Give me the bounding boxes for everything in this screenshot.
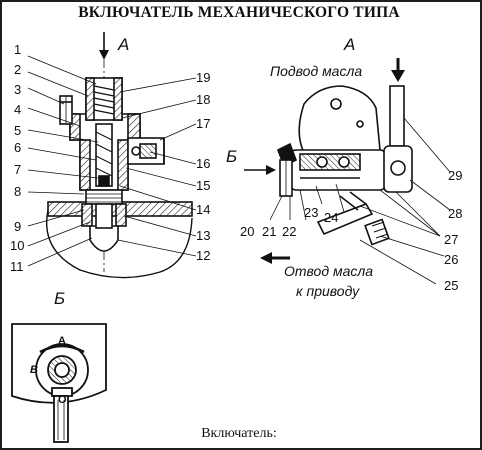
part-number: 8 (14, 184, 21, 199)
figure-title: ВКЛЮЧАТЕЛЬ МЕХАНИЧЕСКОГО ТИПА (78, 4, 400, 21)
part-number: 3 (14, 82, 21, 97)
part-number: 5 (14, 123, 21, 138)
view-b-drawing (11, 323, 107, 443)
oil-supply-label: Подвод масла (270, 63, 362, 79)
arrow-a-label-left: А (117, 35, 129, 54)
part-number: 12 (196, 248, 210, 263)
middle-part-numbers: 19 18 17 16 15 14 13 12 (196, 70, 210, 263)
part-number: 7 (14, 162, 21, 177)
arrow-b-label: Б (226, 147, 237, 166)
view-a-drawing (244, 85, 451, 285)
part-number: 17 (196, 116, 210, 131)
oil-drain-label-line2: к приводу (296, 283, 360, 299)
dial-mark-top: А (58, 335, 66, 347)
part-number: 18 (196, 92, 210, 107)
oil-supply-arrow (391, 58, 405, 82)
part-number: 1 (14, 42, 21, 57)
view-a-part-numbers: 20 21 22 23 24 29 28 27 26 25 (240, 168, 462, 293)
part-number: 10 (10, 238, 24, 253)
section-view (27, 32, 197, 279)
part-number: 28 (448, 206, 462, 221)
part-number: 2 (14, 62, 21, 77)
part-number: 22 (282, 224, 296, 239)
part-number: 13 (196, 228, 210, 243)
part-number: 4 (14, 102, 21, 117)
part-number: 14 (196, 202, 210, 217)
part-number: 19 (196, 70, 210, 85)
part-number: 16 (196, 156, 210, 171)
part-number: 15 (196, 178, 210, 193)
part-number: 27 (444, 232, 458, 247)
oil-drain-label-line1: Отвод масла (284, 263, 373, 279)
dial-mark-bottom: О (58, 394, 67, 406)
part-number: 6 (14, 140, 21, 155)
part-number: 20 (240, 224, 254, 239)
figure-caption: Включатель: (201, 426, 277, 441)
part-number: 21 (262, 224, 276, 239)
dial-mark-left: В (30, 364, 38, 376)
part-number: 9 (14, 219, 21, 234)
part-number: 25 (444, 278, 458, 293)
view-b-label: Б (54, 289, 65, 308)
part-number: 26 (444, 252, 458, 267)
part-number: 24 (324, 210, 338, 225)
part-number: 11 (10, 259, 24, 274)
part-number: 23 (304, 205, 318, 220)
left-part-numbers: 1 2 3 4 5 6 7 8 9 10 11 (10, 42, 24, 274)
arrow-a-label-right: А (343, 35, 355, 54)
part-number: 29 (448, 168, 462, 183)
